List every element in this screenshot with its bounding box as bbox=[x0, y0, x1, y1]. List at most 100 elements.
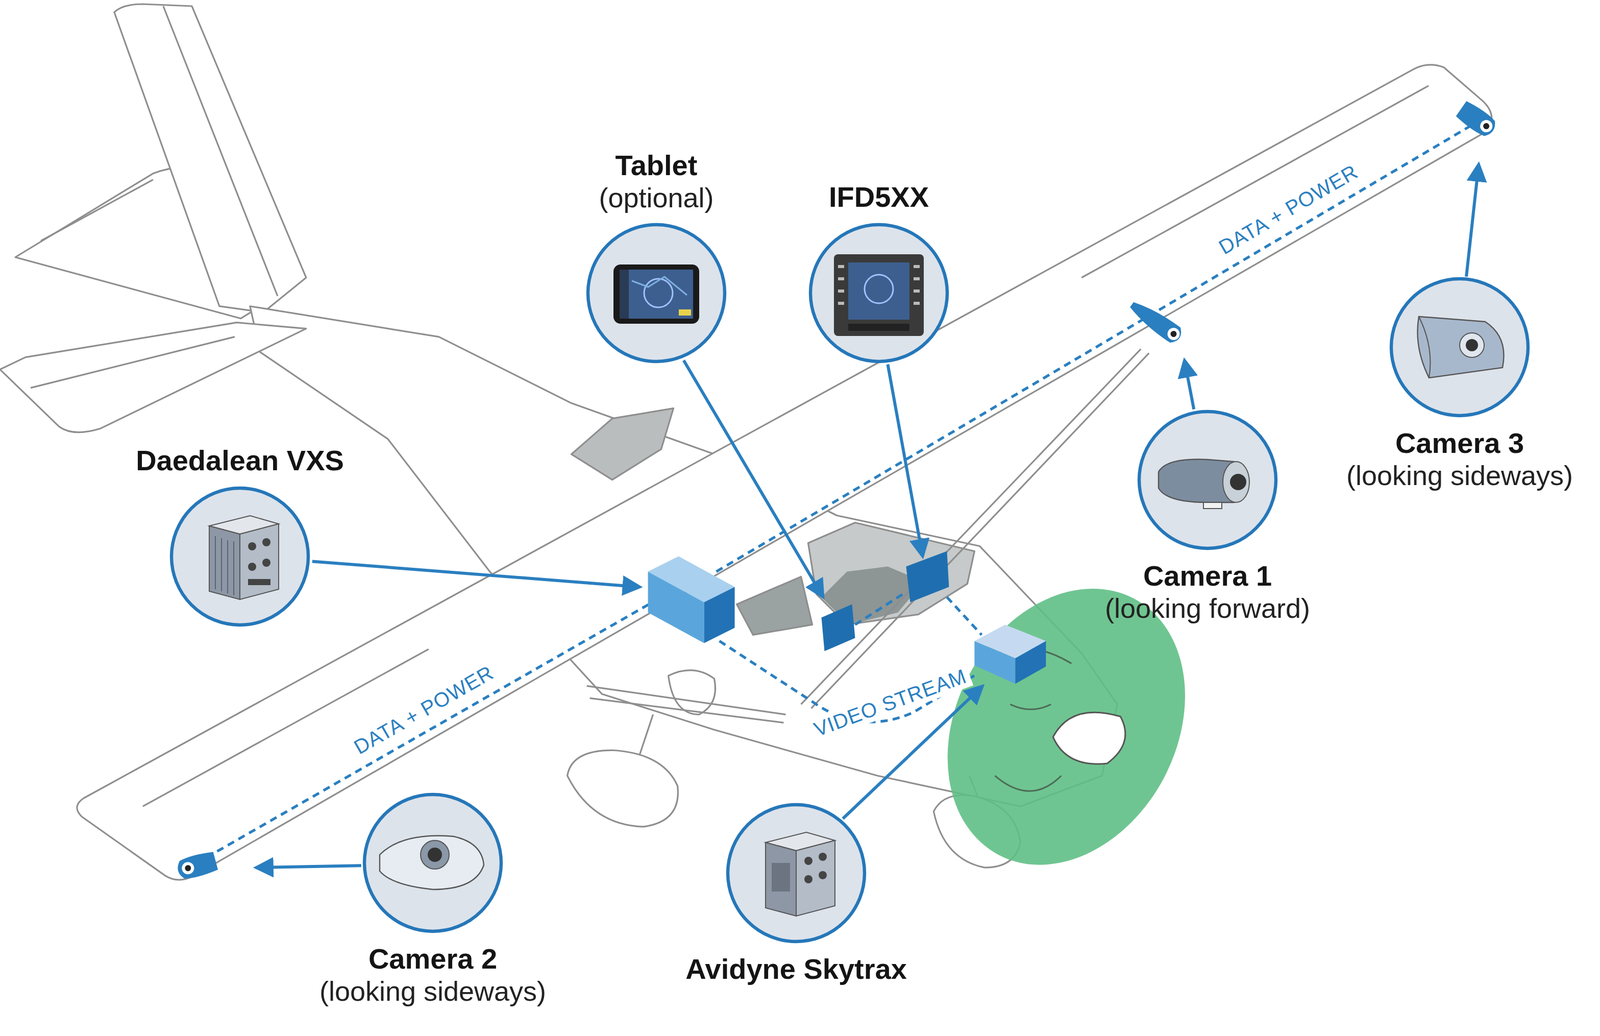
callout-circle bbox=[678, 309, 692, 316]
callout-circle bbox=[1391, 278, 1529, 416]
component-name: Camera 2 bbox=[368, 942, 498, 975]
component-name: Camera 1 bbox=[1143, 559, 1272, 593]
leader-arrows bbox=[683, 360, 823, 597]
callout-circle bbox=[864, 274, 894, 304]
unit-boxes bbox=[974, 640, 1016, 684]
callout-circle bbox=[838, 266, 920, 304]
callout-circle bbox=[1465, 338, 1479, 352]
callout-circle bbox=[810, 224, 948, 362]
component-name: Tablet bbox=[615, 149, 698, 182]
component-callout: Camera 1(looking forward) bbox=[1104, 408, 1311, 624]
airframe bbox=[571, 408, 674, 480]
camera-pods bbox=[175, 850, 219, 881]
callout-circle bbox=[1229, 473, 1247, 490]
component-name: Camera 3 bbox=[1395, 426, 1524, 460]
camera-pods bbox=[175, 850, 219, 881]
callout-circle bbox=[613, 264, 700, 324]
camera-pods bbox=[180, 860, 196, 876]
callout-circle bbox=[262, 558, 271, 567]
wiring-dashed bbox=[195, 126, 1470, 864]
callout-circle bbox=[833, 254, 924, 336]
airframe bbox=[736, 576, 813, 635]
callout-circle bbox=[631, 276, 687, 295]
callout-circle bbox=[171, 487, 309, 625]
camera-pods bbox=[175, 99, 1500, 881]
callout-circle bbox=[584, 221, 728, 365]
callout-circle bbox=[724, 801, 868, 945]
callout-circle bbox=[168, 484, 312, 628]
callout-circle bbox=[1418, 316, 1431, 378]
callout-circle bbox=[727, 804, 865, 942]
camera-pods bbox=[1455, 99, 1499, 140]
callout-circle bbox=[848, 262, 910, 320]
camera-pods bbox=[1482, 121, 1491, 131]
airframe bbox=[30, 336, 235, 388]
connector-label: DATA + POWER bbox=[346, 657, 502, 761]
component-note: (optional) bbox=[598, 181, 714, 214]
airframe bbox=[163, 6, 278, 297]
unit-boxes bbox=[905, 550, 949, 602]
component-callout: Avidyne Skytrax bbox=[685, 801, 907, 986]
component-name: Daedalean VXS bbox=[135, 444, 344, 477]
leader-arrows bbox=[887, 364, 923, 556]
leader-arrows bbox=[312, 560, 639, 587]
callout-circle bbox=[168, 484, 312, 628]
callout-circle bbox=[771, 862, 791, 892]
camera-pods bbox=[1126, 297, 1185, 346]
camera-pods bbox=[1126, 297, 1185, 346]
callout-circle bbox=[248, 542, 257, 551]
leader-arrows bbox=[1184, 361, 1194, 410]
callout-circle bbox=[1139, 411, 1276, 549]
callout-circle bbox=[1136, 408, 1279, 552]
callout-circle bbox=[379, 835, 484, 890]
component-name: IFD5XX bbox=[828, 180, 929, 214]
callout-circle bbox=[215, 535, 234, 596]
callout-circle bbox=[765, 842, 797, 916]
camera-pods bbox=[1165, 325, 1183, 342]
airframe bbox=[668, 670, 716, 715]
airframe bbox=[77, 64, 1492, 880]
callout-circle bbox=[262, 537, 271, 547]
wiring-dashed bbox=[716, 126, 1470, 572]
callout-circle bbox=[248, 562, 257, 571]
unit-boxes bbox=[648, 571, 705, 643]
airframe bbox=[586, 685, 786, 723]
component-callout: Daedalean VXS bbox=[135, 444, 344, 628]
callout-circle bbox=[361, 791, 505, 934]
callout-circle bbox=[724, 801, 868, 945]
callout-circle bbox=[1203, 502, 1222, 509]
callout-circle bbox=[619, 269, 629, 319]
callout-circle bbox=[364, 794, 502, 931]
airframe bbox=[567, 749, 679, 827]
camera-pods bbox=[1455, 99, 1499, 140]
callout-circle bbox=[1222, 461, 1250, 503]
component-callout: Camera 3(looking sideways) bbox=[1346, 275, 1573, 491]
leader-arrows bbox=[1466, 165, 1479, 277]
component-note: (looking sideways) bbox=[1346, 459, 1573, 491]
component-callout: IFD5XX bbox=[807, 180, 951, 365]
component-name: Avidyne Skytrax bbox=[685, 952, 907, 986]
callout-circle bbox=[796, 840, 835, 916]
callout-circle bbox=[1388, 275, 1532, 419]
callout-circle bbox=[804, 874, 813, 883]
callout-circle bbox=[1136, 408, 1279, 552]
callout-circle bbox=[420, 840, 450, 869]
camera-pods bbox=[1169, 329, 1178, 339]
unit-boxes bbox=[1015, 640, 1046, 684]
wiring-dashed bbox=[854, 591, 906, 625]
callout-circle bbox=[584, 221, 728, 365]
component-note: (looking forward) bbox=[1104, 592, 1311, 624]
leader-arrows bbox=[257, 865, 362, 868]
callout-circle bbox=[807, 221, 951, 365]
connector-label: DATA + POWER bbox=[1210, 157, 1366, 262]
callout-circle bbox=[818, 870, 827, 879]
leader-arrows bbox=[257, 165, 1479, 868]
airframe bbox=[114, 4, 307, 313]
propeller-disc bbox=[1052, 711, 1126, 764]
component-note: (looking sideways) bbox=[319, 974, 547, 1007]
airframe bbox=[0, 4, 1492, 880]
callout-circle bbox=[209, 525, 240, 600]
callout-circle bbox=[248, 578, 271, 585]
callout-circle bbox=[848, 323, 910, 331]
